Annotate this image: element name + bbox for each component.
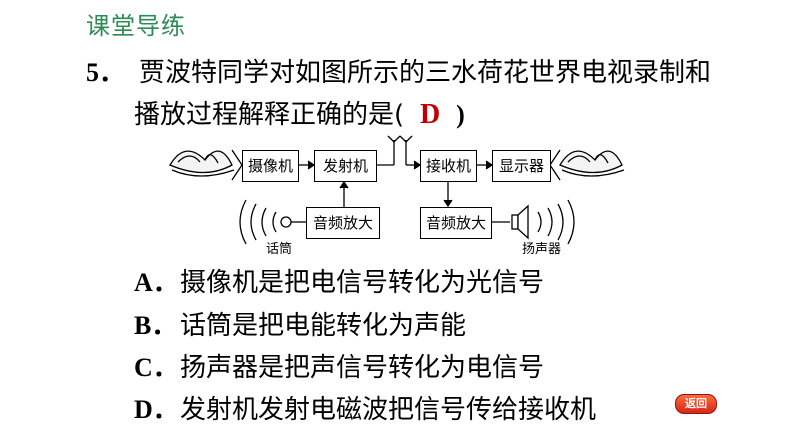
option-text: 话筒是把电能转化为声能 [180,311,467,341]
back-button[interactable]: 返回 [675,394,717,414]
option-a[interactable]: A．摄像机是把电信号转化为光信号 [134,262,544,299]
option-letter: A． [134,268,179,297]
question-line-2: 播放过程解释正确的是( D) [134,94,465,131]
lotus-left-icon [169,150,235,177]
answer-mark: D [420,99,441,130]
speaker-label: 扬声器 [522,242,562,257]
option-letter: D． [134,395,179,424]
option-d[interactable]: D．发射机发射电磁波把信号传给接收机 [134,389,596,426]
speaker-icon [511,204,529,240]
microphone-label: 话筒 [266,242,293,257]
option-letter: C． [134,353,179,382]
question-text-2: 播放过程解释正确的是( [134,100,405,130]
audio-amp-left-box: 音频放大 [306,207,380,239]
receiver-box: 接收机 [420,150,477,182]
lotus-right-icon [559,150,625,177]
option-letter: B． [134,311,178,340]
option-b[interactable]: B．话筒是把电能转化为声能 [134,305,466,342]
question-text-1: 贾波特同学对如图所示的三水荷花世界电视录制和 [139,58,712,88]
option-text: 发射机发射电磁波把信号传给接收机 [180,395,597,425]
question-line-1: 5． 贾波特同学对如图所示的三水荷花世界电视录制和 [86,52,711,89]
display-box: 显示器 [492,150,551,182]
option-text: 扬声器是把声信号转化为电信号 [180,353,545,383]
camera-box: 摄像机 [242,150,299,182]
transmitter-box: 发射机 [314,150,377,182]
section-title: 课堂导练 [86,12,186,40]
option-text: 摄像机是把电信号转化为光信号 [180,268,545,298]
audio-amp-right-box: 音频放大 [420,207,492,239]
question-number: 5． [86,58,126,87]
microphone-icon [280,216,292,228]
close-paren: ) [456,100,465,129]
option-c[interactable]: C．扬声器是把声信号转化为电信号 [134,347,544,384]
